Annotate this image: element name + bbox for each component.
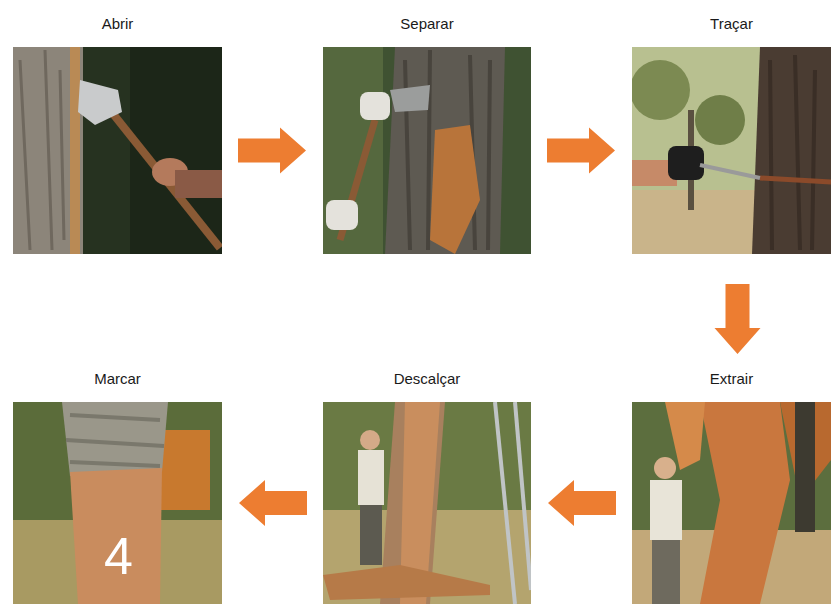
- step-title: Traçar: [632, 14, 831, 33]
- step-title: Separar: [323, 14, 531, 33]
- step-title: Extrair: [632, 369, 831, 388]
- block-arrow: [548, 480, 616, 526]
- block-arrow: [715, 284, 761, 354]
- photo-step: Abrir: [13, 14, 222, 254]
- painted-number: 4: [104, 528, 133, 584]
- block-arrow: [547, 128, 615, 174]
- step-title: Abrir: [13, 14, 222, 33]
- step-title: Descalçar: [323, 369, 531, 388]
- photo-step: Extrair: [632, 369, 831, 604]
- block-arrow: [239, 480, 307, 526]
- photo-step: Separar: [323, 14, 531, 254]
- step-title: Marcar: [13, 369, 222, 388]
- photo-tracar: [632, 47, 831, 254]
- photo-step: Descalçar: [323, 369, 531, 604]
- block-arrow: [238, 128, 306, 174]
- photo-separar: [323, 47, 531, 254]
- photo-step: Traçar: [632, 14, 831, 254]
- photo-marcar: [13, 402, 222, 604]
- photo-abrir: [13, 47, 222, 254]
- photo-descalcar: [323, 402, 531, 604]
- photo-extrair: [632, 402, 831, 604]
